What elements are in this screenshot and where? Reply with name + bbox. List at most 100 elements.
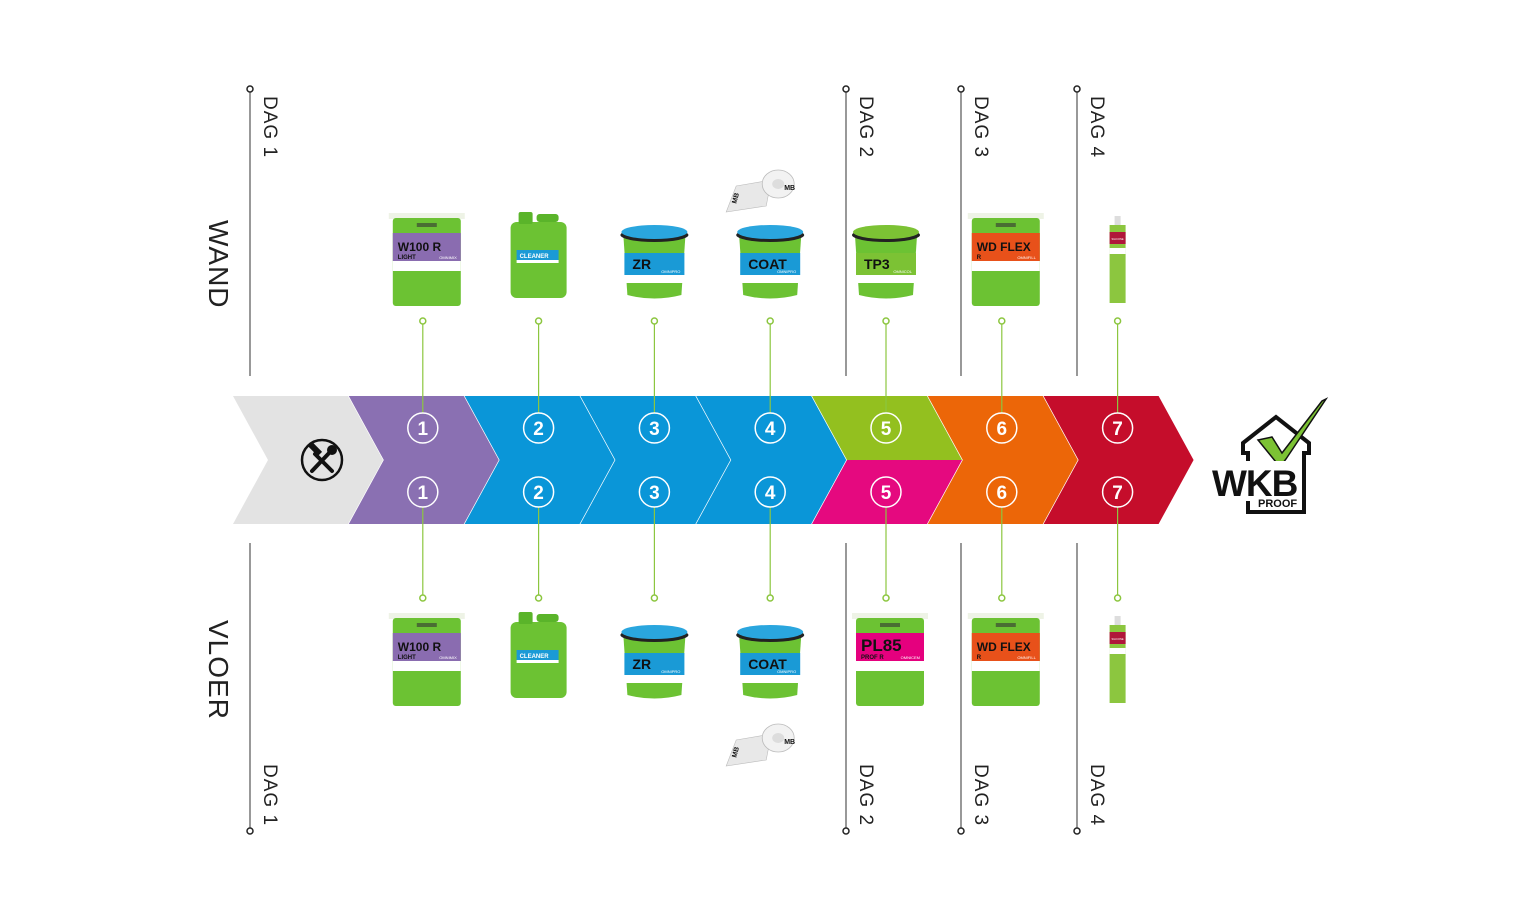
step-number-circle (1101, 476, 1134, 508)
day-label-1-top: DAG 1 (259, 96, 280, 159)
product-name: TP3 (864, 256, 890, 272)
bag-top-fold (967, 213, 1044, 219)
jerrycan-white-band (516, 660, 559, 663)
jerrycan-white-band (516, 260, 559, 263)
product-brand: OMNIMIX (439, 255, 457, 260)
day-label-4-bottom: DAG 4 (1086, 764, 1107, 827)
step-number-circle (986, 476, 1018, 508)
day-marker-4-top (1073, 85, 1081, 93)
connector-dot-bottom-4 (766, 594, 774, 602)
step-number-floor: 3 (649, 483, 660, 504)
product-name: ZR (632, 656, 651, 672)
jerrycan-label (516, 250, 559, 260)
start-chevron (233, 396, 383, 524)
day-label-2-bottom: DAG 2 (855, 764, 876, 827)
product-brand: OMNIPRO (777, 669, 796, 674)
step-chevron-6 (927, 396, 1078, 524)
step-chevron-5-bottom (812, 460, 962, 524)
bucket-lid (621, 225, 688, 239)
product-sub: LIGHT (398, 255, 416, 261)
tape-core (772, 179, 785, 189)
connector-dot-top-3 (650, 317, 659, 325)
cartridge-body (1109, 225, 1126, 303)
product-sub: PROF R (861, 655, 884, 661)
cartridge-nozzle (1114, 616, 1121, 626)
bucket-label (856, 253, 916, 275)
jerrycan-label (516, 650, 559, 660)
product-name: SILICONE (1112, 637, 1124, 641)
step-number-wall: 5 (881, 419, 892, 440)
bucket-lid (853, 225, 919, 239)
bag-brand-mark (995, 223, 1016, 227)
wall-row-label: WAND (203, 220, 234, 309)
step-chevron-4 (696, 396, 847, 524)
bag-label (971, 233, 1040, 261)
bucket-lid (737, 225, 804, 239)
bucket-white-band (625, 675, 684, 683)
product-brand: OMNIPRO (661, 269, 680, 274)
day-marker-1-top (246, 85, 254, 93)
bucket-label (740, 653, 801, 675)
connector-dot-bottom-7 (1113, 594, 1122, 602)
day-label-2-top: DAG 2 (855, 96, 876, 159)
product-name: COAT (748, 256, 787, 272)
product-name: W100 R (398, 640, 442, 654)
tape-roll-icon: MB MB (725, 169, 795, 213)
tape-label: MB (784, 185, 795, 192)
product-brand: OMNIFILL (1017, 255, 1036, 260)
hammer-handle (313, 452, 334, 473)
logo-text: WKB (1212, 463, 1298, 504)
step-number-floor: 4 (765, 483, 776, 504)
step-number-circle (638, 412, 671, 444)
bag-label (392, 633, 461, 661)
bucket-lid (737, 625, 804, 639)
step-number-wall: 7 (1112, 419, 1123, 440)
checkmark-icon (1256, 397, 1329, 469)
bag-top-fold (388, 213, 465, 219)
tape-label: MB (731, 746, 741, 758)
day-label-3-bottom: DAG 3 (970, 764, 991, 827)
day-marker-2-bottom (842, 827, 850, 835)
bag-top-fold (967, 613, 1044, 619)
bucket-label (740, 253, 801, 275)
step-number-floor: 6 (997, 483, 1008, 504)
day-label-4-top: DAG 4 (1086, 96, 1107, 159)
product-brand: OMNIMIX (439, 655, 457, 660)
bag-brand-mark (416, 223, 437, 227)
step-chevron-2 (464, 396, 615, 524)
product-sub: R (977, 255, 982, 261)
product-sub: R (977, 655, 982, 661)
product-name: PL85 (861, 636, 902, 655)
cartridge-label (1109, 632, 1126, 644)
step-number-floor: 2 (533, 483, 544, 504)
hammer-head (307, 441, 323, 457)
product-name: CLEANER (520, 254, 550, 260)
bag-white-band (971, 261, 1040, 271)
connector-dot-bottom-2 (534, 594, 543, 602)
tape-label: MB (784, 739, 795, 746)
step-number-wall: 2 (533, 419, 544, 440)
product-floor-jerrycan: CLEANER (510, 612, 567, 698)
product-name: WD FLEX (977, 640, 1031, 654)
jerrycan-handle (536, 614, 559, 622)
step-number-wall: 1 (418, 419, 429, 440)
tape-label: MB (731, 192, 741, 204)
step-chevron-3 (580, 396, 731, 524)
product-name: WD FLEX (977, 240, 1031, 254)
connector-dot-top-4 (766, 317, 774, 325)
connector-dot-bottom-1 (419, 594, 427, 602)
cartridge-body (1109, 625, 1126, 703)
product-name: COAT (748, 656, 787, 672)
step-number-circle (407, 412, 439, 444)
step-number-circle (986, 412, 1018, 444)
connector-dot-top-7 (1113, 317, 1122, 325)
connector-dot-top-1 (419, 317, 427, 325)
bag-label (856, 633, 924, 661)
step-number-circle (870, 476, 902, 508)
